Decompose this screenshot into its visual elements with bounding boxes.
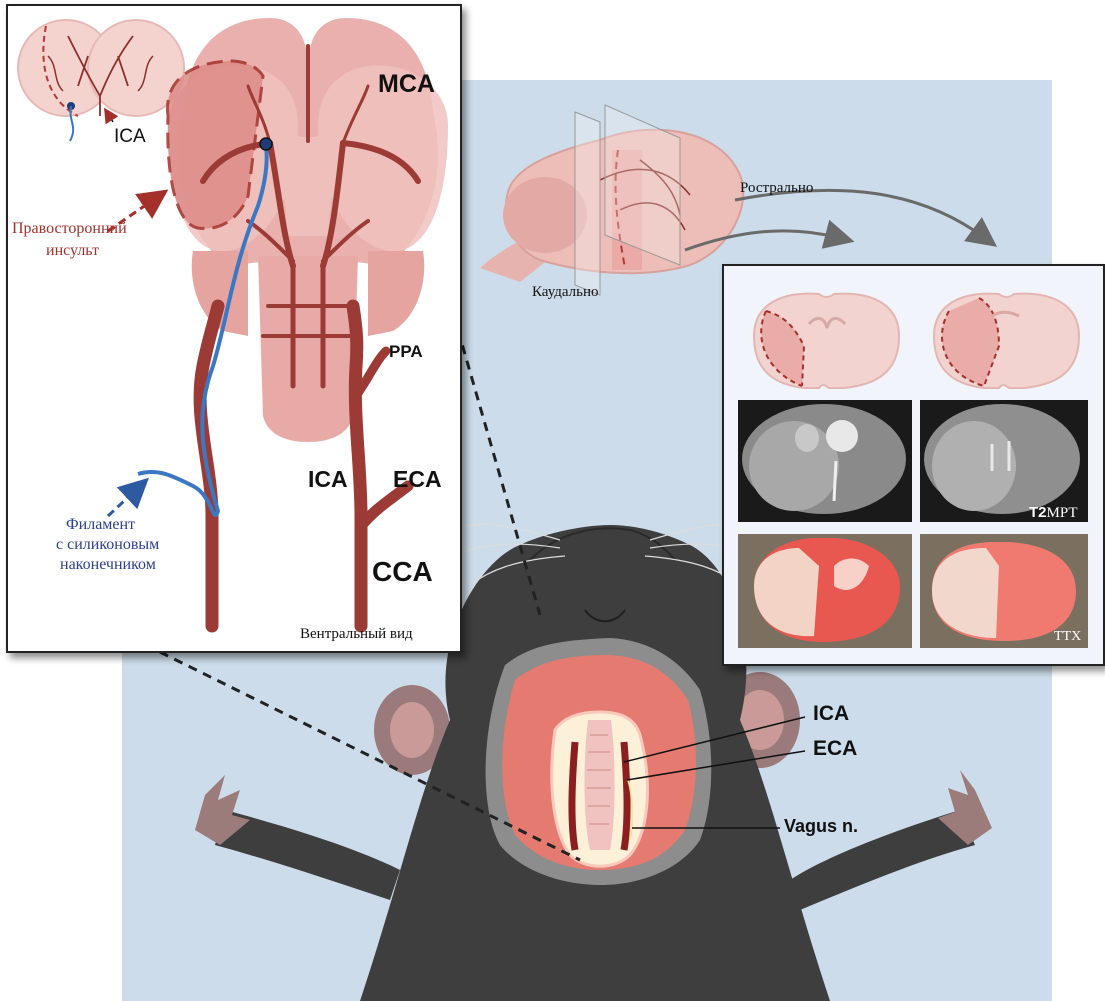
label-mri-prefix: T2 (1029, 504, 1047, 521)
ventral-brain-diagram (8, 6, 460, 651)
coronal-section-rostral (754, 294, 899, 388)
label-inset-ica: ICA (114, 126, 146, 148)
coronal-sections-panel: T2МРТ TTX (722, 264, 1105, 666)
label-stroke-line1: Правосторонний (12, 220, 127, 238)
label-filament-line3: наконечником (60, 556, 156, 574)
label-mca: MCA (378, 70, 435, 99)
label-stroke-line2: инсульт (46, 242, 99, 260)
filament-arrow (108, 488, 138, 516)
ventral-view-panel: MCA ICA Правосторонний инсульт PPA ICA E… (6, 4, 462, 653)
label-ppa: PPA (389, 342, 423, 362)
label-rostral: Рострально (740, 180, 813, 197)
label-caudal: Каудально (532, 284, 599, 301)
coronal-sections-diagram (724, 266, 1103, 664)
label-ica: ICA (308, 466, 348, 493)
label-filament-line1: Филамент (66, 516, 135, 534)
label-mouse-ica: ICA (813, 702, 849, 726)
label-filament-line2: с силиконовым (56, 536, 159, 554)
label-view: Вентральный вид (300, 626, 413, 643)
coronal-section-caudal (934, 294, 1079, 388)
label-cca: CCA (372, 556, 433, 588)
coronal-inset (18, 20, 184, 141)
label-mri: T2МРТ (1029, 504, 1078, 522)
filament-tip (260, 138, 272, 150)
label-ttx: TTX (1054, 629, 1081, 645)
label-vagus: Vagus n. (784, 816, 858, 837)
label-mouse-eca: ECA (813, 737, 857, 761)
label-mri-text: МРТ (1047, 505, 1078, 521)
label-eca: ECA (393, 466, 442, 493)
